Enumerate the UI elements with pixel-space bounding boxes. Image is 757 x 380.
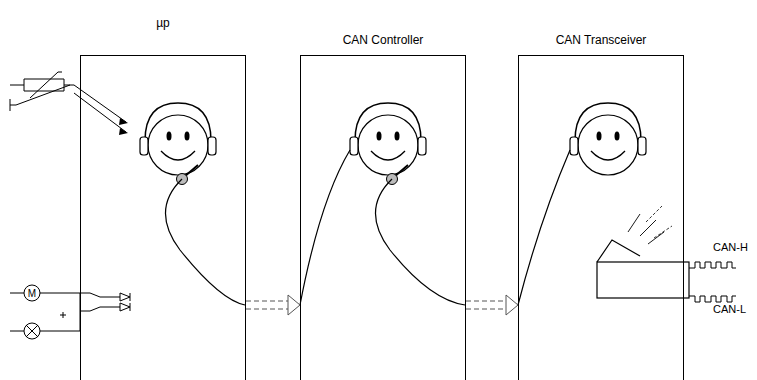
signal-name: CAN-H <box>713 241 748 254</box>
hollow-arrow <box>246 295 300 315</box>
component-box: CAN Controller <box>300 55 466 380</box>
svg-text:M: M <box>28 288 36 299</box>
box-heading: µp <box>109 16 217 31</box>
box-heading: CAN Transceiver <box>547 33 655 48</box>
component-box: µp <box>80 55 246 380</box>
signal-name: CAN-L <box>713 303 746 316</box>
hollow-arrow <box>466 295 518 315</box>
component-box: CAN Transceiver <box>518 55 684 380</box>
box-heading: CAN Controller <box>329 33 437 48</box>
